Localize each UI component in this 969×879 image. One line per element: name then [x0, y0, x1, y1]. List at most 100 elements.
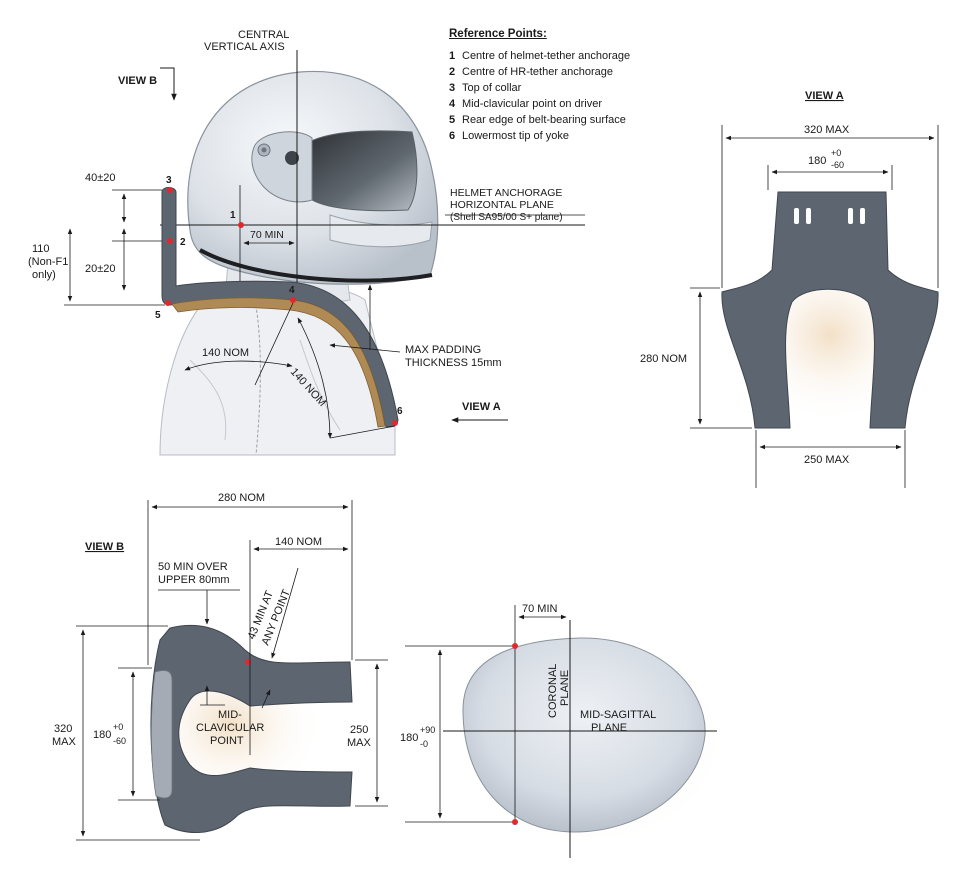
top-70-label: 70 MIN	[522, 603, 558, 615]
reference-point-5: 5 Rear edge of belt-bearing surface	[449, 112, 709, 128]
hans-padding-side	[171, 297, 386, 428]
reference-point-1: 1 Centre of helmet-tether anchorage	[449, 48, 709, 64]
dim-110-label-3: only)	[32, 269, 56, 281]
view-b-50-label-2: UPPER 80mm	[158, 574, 230, 586]
chin-guard	[329, 214, 433, 248]
view-b-device	[150, 624, 353, 833]
anchorage-plane-label-2: HORIZONTAL PLANE	[450, 199, 554, 211]
view-a-250-label: 250 MAX	[804, 454, 850, 466]
reference-point-text: Centre of helmet-tether anchorage	[462, 50, 631, 62]
view-b-mid-label-1: MID-	[218, 709, 242, 721]
view-b-pad	[150, 670, 173, 799]
top-marker-front	[512, 643, 518, 649]
view-b-arrow-label: VIEW B	[118, 75, 157, 87]
view-a-180-label: 180	[808, 155, 826, 167]
reference-point-3: 3 Top of collar	[449, 80, 709, 96]
view-a-slot-3	[848, 208, 853, 224]
point-marker-5	[165, 300, 171, 306]
point-marker-3	[167, 187, 173, 193]
mid-sagittal-label-2: PLANE	[591, 722, 627, 734]
anchorage-plane-label-3: (Shell SA95/00 S+ plane)	[450, 212, 563, 223]
dim-70-label: 70 MIN	[250, 229, 284, 241]
top-marker-back	[512, 819, 518, 825]
dim-140-radial-1	[254, 302, 294, 386]
view-b-title: VIEW B	[85, 541, 124, 553]
point-label-4: 4	[289, 285, 295, 296]
view-b-280-label: 280 NOM	[218, 492, 265, 504]
view-b-arrow	[160, 67, 177, 101]
point-marker-2	[167, 238, 173, 244]
reference-points-title: Reference Points:	[449, 28, 547, 40]
dim-140-arc-b	[297, 317, 333, 439]
point-label-5: 5	[155, 310, 161, 321]
padding-leader	[329, 343, 401, 353]
point-marker-4	[290, 297, 296, 303]
view-a-slot-4	[860, 208, 865, 224]
reference-point-number: 6	[449, 130, 456, 142]
coronal-label-1: CORONAL	[547, 664, 559, 718]
view-a-slot-2	[806, 208, 811, 224]
reference-point-number: 4	[449, 98, 456, 110]
dim-140-label-a: 140 NOM	[202, 347, 249, 359]
visor-pivot-inner	[261, 147, 267, 153]
view-b-180-plus: +0	[113, 722, 123, 732]
reference-point-number: 3	[449, 82, 456, 94]
anchorage-plane-label-1: HELMET ANCHORAGE	[450, 187, 562, 199]
central-axis-label-2: VERTICAL AXIS	[204, 41, 285, 53]
view-a-180-minus: -60	[831, 160, 844, 170]
view-b-250-label-1: 250	[350, 724, 368, 736]
point-label-2: 2	[180, 237, 186, 248]
reference-point-text: Rear edge of belt-bearing surface	[462, 114, 626, 126]
dim-110-label-1: 110	[32, 243, 50, 255]
reference-point-text: Lowermost tip of yoke	[462, 130, 569, 142]
view-b-mid-label-2: CLAVICULAR	[196, 722, 264, 734]
view-b-180-minus: -60	[113, 736, 126, 746]
top-180-plus: +90	[420, 725, 435, 735]
reference-point-text: Centre of HR-tether anchorage	[462, 66, 614, 78]
view-b-43-arrow-top	[271, 567, 299, 659]
mid-sagittal-label-1: MID-SAGITTAL	[580, 709, 656, 721]
view-b-250-label-2: MAX	[347, 737, 372, 749]
view-b-180-label: 180	[93, 729, 111, 741]
dim-140-radial-2	[329, 425, 396, 439]
reference-point-4: 4 Mid-clavicular point on driver	[449, 96, 709, 112]
padding-label-1: MAX PADDING	[405, 344, 481, 356]
reference-point-number: 1	[449, 50, 456, 62]
reference-point-number: 5	[449, 114, 456, 126]
dim-20-label: 20±20	[85, 263, 116, 275]
top-180-label: 180	[400, 732, 418, 744]
dim-140-arc-a	[184, 360, 293, 371]
coronal-label-2: PLANE	[559, 670, 571, 706]
view-a-device	[721, 191, 939, 429]
reference-point-text: Mid-clavicular point on driver	[462, 98, 602, 110]
head-top-view: 70 MIN 180 +90 -0 CORONAL PLANE MID-SAGI…	[400, 603, 730, 858]
view-b-320-label-1: 320	[54, 723, 72, 735]
view-a-title: VIEW A	[805, 90, 844, 102]
point-marker-1	[238, 222, 244, 228]
view-b-mid-label-3: POINT	[210, 735, 244, 747]
view-a-180-plus: +0	[831, 148, 841, 158]
dim-40-label: 40±20	[85, 172, 116, 184]
point-label-1: 1	[230, 210, 236, 221]
point-label-3: 3	[166, 175, 172, 186]
view-b-marker	[245, 659, 251, 665]
point-marker-6	[392, 420, 398, 426]
driver-suit	[159, 285, 396, 456]
helmet-visor	[298, 130, 418, 212]
reference-point-text: Top of collar	[462, 82, 522, 94]
view-b: VIEW B 280 NOM 140 NOM 50 MIN OVER UPPER…	[52, 492, 388, 841]
dim-110-label-2: (Non-F1	[28, 256, 68, 268]
helmet-neck-trim	[199, 248, 433, 283]
reference-point-6: 6 Lowermost tip of yoke	[449, 128, 709, 144]
view-b-43-arrow-bottom	[261, 689, 271, 709]
side-view: 1 2 3 4 5 6 CENTRAL VERTICAL AXIS VIEW B…	[28, 29, 585, 456]
view-a-320-label: 320 MAX	[804, 124, 850, 136]
view-a-280-label: 280 NOM	[640, 353, 687, 365]
visor-vent-icon	[285, 151, 299, 165]
padding-label-2: THICKNESS 15mm	[405, 357, 502, 369]
central-axis-label-1: CENTRAL	[238, 29, 289, 41]
top-180-minus: -0	[420, 739, 428, 749]
